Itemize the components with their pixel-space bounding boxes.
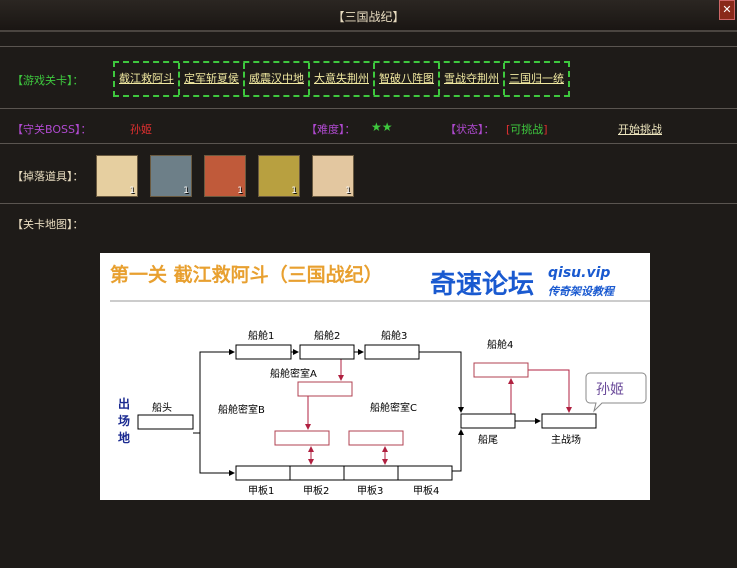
label-cabin-3: 船舱3: [381, 329, 407, 342]
title-bar: [0, 0, 737, 32]
label-cabin-1: 船舱1: [248, 329, 274, 342]
label-room-c: 船舱密室C: [370, 401, 417, 414]
status-bracket: [: [506, 123, 511, 136]
level-link-4[interactable]: 大意失荆州: [310, 63, 375, 95]
item-count: 1: [291, 186, 297, 196]
watermark: 奇速论坛: [430, 270, 534, 300]
start-char: 出: [118, 396, 130, 411]
item-count: 1: [129, 186, 135, 196]
label-deck-4: 甲板4: [413, 484, 439, 497]
level-link-6[interactable]: 雪战夺荆州: [440, 63, 505, 95]
difficulty-label: 【难度】：: [306, 123, 356, 136]
level-link-2[interactable]: 定军斩夏侯: [180, 63, 245, 95]
item-count: 1: [183, 186, 189, 196]
divider: [0, 46, 737, 47]
divider: [0, 143, 737, 144]
label-room-a: 船舱密室A: [270, 367, 317, 380]
drops-label: 【掉落道具】：: [12, 170, 84, 183]
divider: [0, 203, 737, 204]
boss-bubble: [585, 372, 647, 413]
window-title: 【三国战纪】: [332, 10, 405, 24]
close-icon[interactable]: ✕: [719, 0, 735, 20]
status-badge: [可挑战]: [506, 121, 548, 137]
label-main: 主战场: [551, 433, 581, 446]
level-link-1[interactable]: 截江救阿斗: [115, 63, 180, 95]
map-title: 第一关 截江救阿斗（三国战纪）: [110, 263, 383, 286]
label-cabin-2: 船舱2: [314, 329, 340, 342]
label-bow: 船头: [152, 401, 172, 414]
label-stern: 船尾: [478, 433, 498, 446]
watermark-sub: 传奇架设教程: [548, 285, 616, 298]
levels-label: 【游戏关卡】：: [12, 74, 84, 87]
label-room-b: 船舱密室B: [218, 403, 265, 416]
difficulty-stars: ★★: [371, 120, 393, 134]
weapon-item-icon[interactable]: 1: [312, 155, 354, 197]
boss-name: 孙姬: [130, 123, 152, 136]
level-link-7[interactable]: 三国归一统: [509, 72, 564, 85]
level-list: 截江救阿斗 定军斩夏侯 威震汉中地 大意失荆州 智破八阵图 雪战夺荆州 三国归一…: [113, 61, 570, 97]
start-char: 地: [118, 430, 130, 445]
map-label: 【关卡地图】：: [12, 218, 84, 231]
status-bracket: ]: [543, 123, 548, 136]
item-count: 1: [237, 186, 243, 196]
start-char: 场: [118, 414, 130, 428]
node-room-c: [348, 430, 404, 446]
node-room-b: [274, 430, 330, 446]
label-deck-3: 甲板3: [357, 484, 383, 497]
label-deck-1: 甲板1: [248, 484, 274, 497]
node-cabin-3: [364, 344, 420, 360]
node-stern: [460, 413, 516, 429]
level-map: 第一关 截江救阿斗（三国战纪） 奇速论坛 qisu.vip 传奇架设教程 出 场…: [100, 253, 650, 500]
level-link-3[interactable]: 威震汉中地: [245, 63, 310, 95]
node-room-a: [297, 381, 353, 397]
item-count: 1: [345, 186, 351, 196]
armor-item-icon[interactable]: 1: [150, 155, 192, 197]
gold-item-icon[interactable]: 1: [258, 155, 300, 197]
node-bow: [137, 414, 194, 430]
status-text: 可挑战: [510, 123, 544, 136]
node-cabin-1: [235, 344, 292, 360]
node-main: [541, 413, 597, 429]
boss-bubble-text: 孙姬: [596, 382, 624, 398]
bow-item-icon[interactable]: 1: [96, 155, 138, 197]
level-link-5[interactable]: 智破八阵图: [375, 63, 440, 95]
node-cabin-2: [299, 344, 355, 360]
node-cabin-4: [473, 362, 529, 378]
watermark-url: qisu.vip: [548, 265, 610, 281]
armor-red-item-icon[interactable]: 1: [204, 155, 246, 197]
label-cabin-4: 船舱4: [487, 338, 513, 351]
label-deck-2: 甲板2: [303, 484, 329, 497]
divider: [0, 108, 737, 109]
status-label: 【状态】：: [445, 123, 495, 136]
boss-label: 【守关BOSS】：: [12, 123, 92, 136]
start-challenge-link[interactable]: 开始挑战: [618, 123, 662, 136]
